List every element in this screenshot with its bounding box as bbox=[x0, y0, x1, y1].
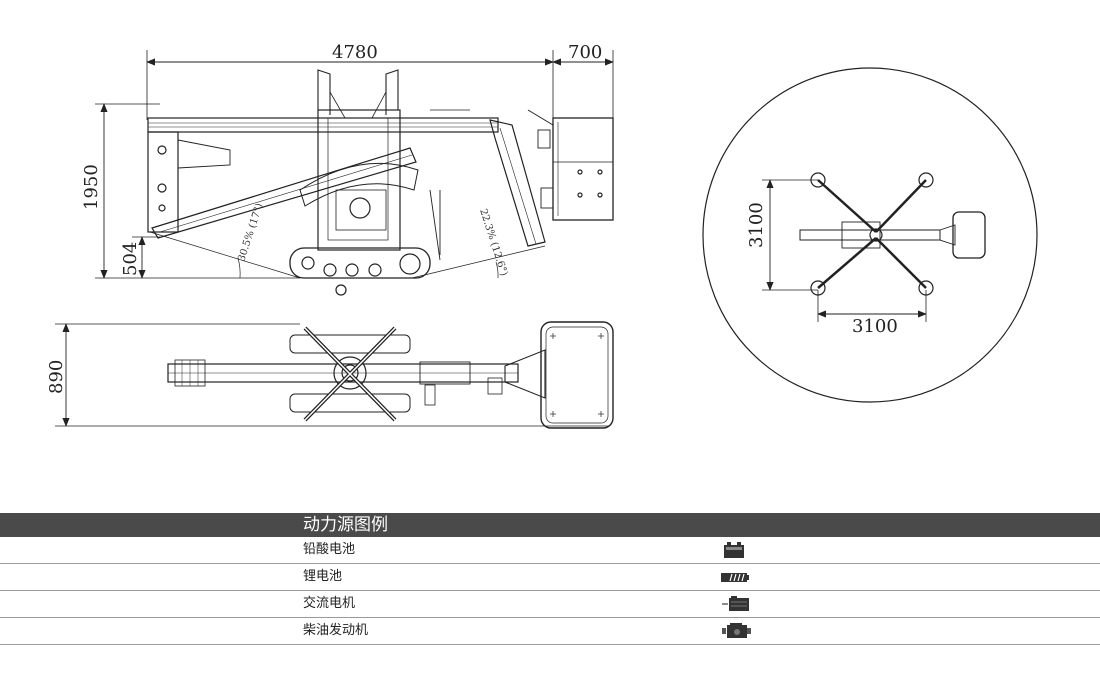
legend-title: 动力源图例 bbox=[303, 515, 388, 535]
legend-label: 柴油发动机 bbox=[303, 623, 369, 638]
length-dimension: 4780 bbox=[332, 42, 378, 63]
legend-header: 动力源图例 bbox=[0, 513, 1100, 537]
legend-row: 交流电机 bbox=[0, 591, 1100, 618]
ground-clearance-dimension: 504 bbox=[120, 242, 141, 276]
legend-label: 交流电机 bbox=[303, 596, 356, 611]
lead-acid-battery-icon bbox=[724, 542, 744, 558]
side-view bbox=[95, 50, 614, 296]
outrigger-width-dimension: 3100 bbox=[852, 316, 898, 337]
top-view bbox=[55, 321, 614, 429]
outrigger-length-dimension: 3100 bbox=[746, 202, 767, 248]
legend-row: 柴油发动机 bbox=[0, 618, 1100, 645]
power-source-legend: 动力源图例 铅酸电池 锂电池 交流电机 柴 bbox=[0, 513, 1100, 645]
height-dimension: 1950 bbox=[81, 164, 102, 210]
legend-label: 锂电池 bbox=[303, 569, 343, 584]
lithium-battery-icon bbox=[721, 573, 749, 582]
right-climb-angle: 22.3% (12.6°) bbox=[477, 208, 509, 278]
technical-drawing: 4780 700 1950 504 30.5% (17°) 22.3% (12.… bbox=[46, 42, 1038, 429]
outrigger-view bbox=[702, 67, 1038, 403]
legend-row: 铅酸电池 bbox=[0, 537, 1100, 564]
legend-label: 铅酸电池 bbox=[303, 542, 356, 557]
width-dimension: 890 bbox=[46, 360, 67, 394]
diesel-engine-icon bbox=[722, 623, 751, 638]
legend-row: 锂电池 bbox=[0, 564, 1100, 591]
basket-width-dimension: 700 bbox=[568, 42, 602, 63]
ac-motor-icon bbox=[722, 596, 749, 611]
